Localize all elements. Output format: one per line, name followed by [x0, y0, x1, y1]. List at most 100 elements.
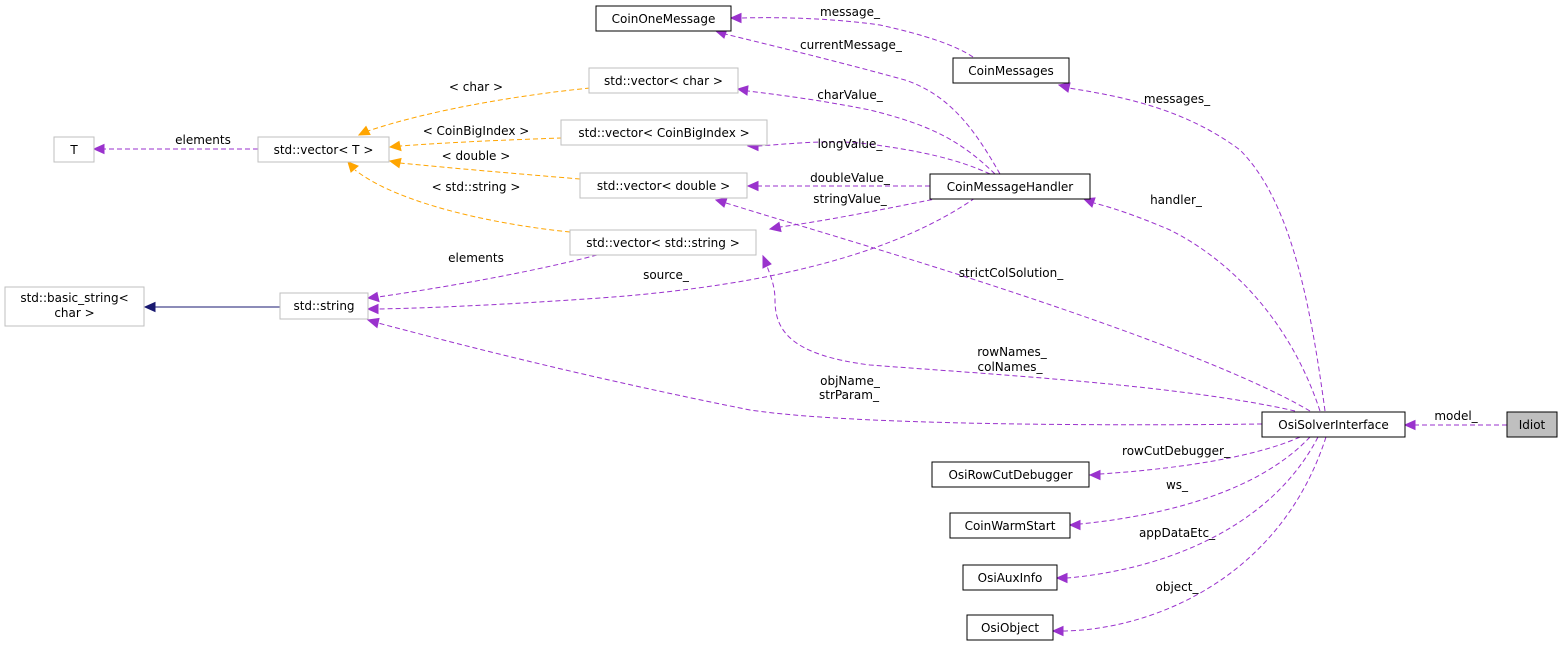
label-double-template: < double > [442, 149, 511, 163]
edge-obj-name-str-param [377, 322, 1263, 426]
edge-template-string-arrowhead [347, 161, 359, 173]
label-ws: ws_ [1166, 478, 1189, 492]
edge-app-data-etc-arrowhead [1055, 572, 1068, 584]
edge-double-value-arrowhead [746, 180, 759, 192]
node-coin-warm-start-label: CoinWarmStart [965, 519, 1056, 533]
label-char-value: charValue_ [817, 88, 883, 102]
edge-strict-col-solution-arrowhead [714, 197, 728, 208]
edge-row-col-names [766, 265, 1296, 412]
label-elements-string: elements [448, 251, 504, 265]
node-std-string-label: std::string [293, 299, 354, 313]
node-osi-object-label: OsiObject [981, 621, 1039, 635]
node-vector-coin-big-index-label: std::vector< CoinBigIndex > [578, 126, 749, 140]
node-osi-row-cut-debugger[interactable]: OsiRowCutDebugger [931, 461, 1090, 488]
edge-strict-col-solution [725, 202, 1311, 412]
node-t[interactable]: T [53, 136, 95, 163]
node-coin-warm-start[interactable]: CoinWarmStart [949, 512, 1071, 539]
edge-template-coin-big-index-arrowhead [388, 140, 402, 152]
label-messages: messages_ [1144, 92, 1211, 106]
node-osi-object[interactable]: OsiObject [966, 614, 1054, 641]
label-long-value: longValue_ [818, 137, 884, 151]
node-coin-message-handler[interactable]: CoinMessageHandler [929, 173, 1091, 200]
edge-elements-string-arrowhead [366, 291, 380, 303]
edge-row-cut-debugger-arrowhead [1088, 469, 1101, 481]
label-model: model_ [1434, 409, 1478, 423]
edge-source [377, 197, 976, 310]
edge-model-arrowhead [1403, 419, 1416, 431]
edge-string-value-arrowhead [768, 221, 782, 233]
label-strict-col-solution: strictColSolution_ [959, 266, 1064, 280]
edge-row-col-names-arrowhead [762, 254, 772, 269]
edge-ws-arrowhead [1068, 519, 1081, 531]
node-vector-t[interactable]: std::vector< T > [257, 136, 390, 163]
edge-obj-name-str-param-arrowhead [366, 317, 380, 329]
edge-source-arrowhead [366, 303, 379, 315]
node-osi-solver-interface[interactable]: OsiSolverInterface [1261, 411, 1406, 438]
edge-handler [1093, 202, 1321, 412]
label-row-cut-debugger: rowCutDebugger_ [1122, 444, 1231, 458]
edge-message-arrowhead [729, 12, 742, 24]
label-current-message: currentMessage_ [800, 38, 903, 52]
edge-template-double-arrowhead [388, 157, 402, 169]
edge-row-cut-debugger [1099, 436, 1301, 475]
label-message: message_ [820, 5, 881, 19]
node-osi-solver-interface-label: OsiSolverInterface [1278, 418, 1388, 432]
label-row-names: rowNames_ [977, 345, 1047, 359]
node-basic-string[interactable]: std::basic_string< char > [4, 286, 145, 327]
edge-elements-string [377, 254, 598, 298]
node-vector-char-label: std::vector< char > [604, 74, 723, 88]
edge-elements-t-arrowhead [92, 143, 105, 155]
label-elements-t: elements [175, 133, 231, 147]
node-vector-t-label: std::vector< T > [274, 143, 374, 157]
edge-messages-arrowhead [1057, 82, 1071, 93]
node-coin-messages-label: CoinMessages [968, 64, 1054, 78]
node-basic-string-label-line1: std::basic_string< [20, 291, 128, 305]
node-osi-row-cut-debugger-label: OsiRowCutDebugger [948, 468, 1072, 482]
edge-object-arrowhead [1051, 625, 1064, 637]
label-string-value: stringValue_ [813, 192, 887, 206]
label-str-param: strParam_ [819, 388, 880, 402]
node-vector-string-label: std::vector< std::string > [586, 236, 740, 250]
edge-char-value [747, 90, 996, 175]
edge-template-string [354, 169, 571, 233]
label-string-template: < std::string > [432, 180, 521, 194]
node-coin-one-message[interactable]: CoinOneMessage [595, 5, 732, 32]
node-coin-messages[interactable]: CoinMessages [952, 57, 1070, 84]
edge-template-char-arrowhead [357, 125, 371, 136]
edge-object [1062, 436, 1327, 632]
node-std-string[interactable]: std::string [279, 292, 369, 320]
label-object: object_ [1156, 580, 1200, 594]
edge-message [740, 17, 974, 58]
label-app-data-etc: appDataEtc_ [1139, 526, 1216, 540]
node-coin-one-message-label: CoinOneMessage [612, 12, 716, 26]
edge-inheritance-basic-string-arrowhead [143, 301, 156, 313]
node-vector-double-label: std::vector< double > [597, 179, 730, 193]
label-double-value: doubleValue_ [810, 171, 891, 185]
edge-char-value-arrowhead [736, 85, 749, 96]
node-idiot[interactable]: Idiot [1506, 411, 1558, 438]
edge-template-double [399, 162, 581, 180]
node-vector-double[interactable]: std::vector< double > [579, 172, 748, 199]
label-obj-name: objName_ [820, 374, 881, 388]
edge-ws [1079, 436, 1311, 525]
node-basic-string-label-line2: char > [54, 306, 94, 320]
node-osi-aux-info[interactable]: OsiAuxInfo [962, 564, 1058, 591]
label-char-template: < char > [449, 80, 503, 94]
edge-current-message [724, 33, 1001, 175]
edge-app-data-etc [1066, 436, 1319, 579]
node-idiot-label: Idiot [1519, 418, 1546, 432]
label-coin-big-index-template: < CoinBigIndex > [423, 124, 530, 138]
node-vector-coin-big-index[interactable]: std::vector< CoinBigIndex > [560, 119, 768, 146]
edge-template-char [367, 87, 591, 132]
node-vector-string[interactable]: std::vector< std::string > [569, 229, 757, 256]
node-t-label: T [69, 143, 78, 157]
label-source: source_ [643, 268, 690, 282]
node-vector-char[interactable]: std::vector< char > [588, 67, 739, 94]
label-col-names: colNames_ [978, 360, 1044, 374]
node-osi-aux-info-label: OsiAuxInfo [978, 571, 1043, 585]
edge-template-coin-big-index [399, 137, 563, 147]
node-coin-message-handler-label: CoinMessageHandler [947, 180, 1074, 194]
label-handler: handler_ [1150, 193, 1203, 207]
edge-messages [1068, 87, 1326, 412]
